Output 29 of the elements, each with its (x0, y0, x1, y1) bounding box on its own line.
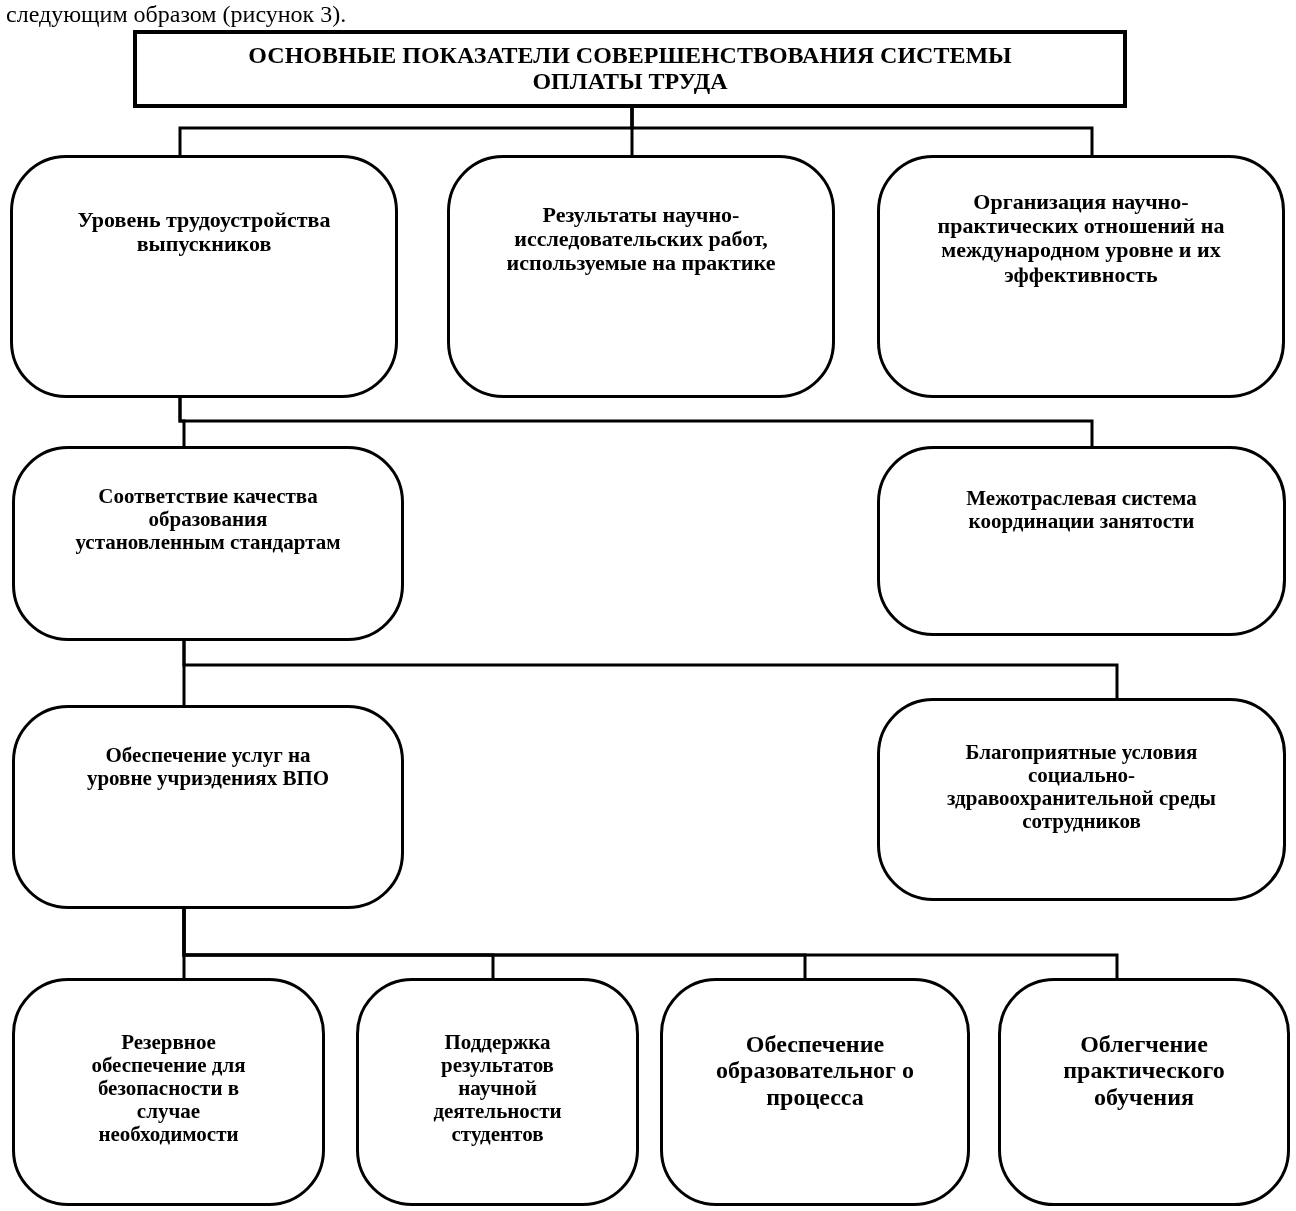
rounded-box (877, 698, 1286, 901)
rounded-box (998, 978, 1290, 1206)
connector-line (178, 398, 1094, 446)
rounded-box (660, 978, 970, 1206)
intro-text: следующим образом (рисунок 3). (6, 0, 347, 28)
node-text: Межотраслевая система координации занятости (965, 487, 1198, 534)
node-text: Благоприятные условия социально-здравоохранительной среды сотрудников (946, 741, 1217, 834)
node-text: Обеспечение образовательног о процесса (715, 1031, 915, 1111)
node-text: Уровень трудоустройства выпускников (76, 208, 332, 257)
rounded-box (12, 705, 404, 909)
rounded-box (12, 978, 325, 1206)
node-text: Соответствие качества образования установленным стандартам (74, 485, 342, 555)
rounded-box (877, 155, 1285, 398)
rounded-box (12, 446, 404, 641)
rounded-box (10, 155, 398, 398)
node-text: Облегчение практического обучения (1062, 1031, 1226, 1111)
node-text: Поддержка результатов научной деятельности студентов (432, 1031, 563, 1147)
node-text: Резервное обеспечение для безопасности в случае необходимости (90, 1031, 247, 1147)
node-text: Организация научно-практических отношений на международном уровне и их эффективность (936, 190, 1226, 287)
rounded-box (356, 978, 639, 1206)
node-text: Результаты научно-исследовательских работ, используемые на практике (505, 203, 777, 276)
connector-line (182, 909, 1119, 978)
title-text: ОСНОВНЫЕ ПОКАЗАТЕЛИ СОВЕРШЕНСТВОВАНИЯ СИСТЕМЫ ОПЛАТЫ ТРУДА (247, 42, 1013, 95)
rounded-box (877, 446, 1286, 636)
title-box (133, 30, 1127, 108)
connector-line (182, 641, 1119, 698)
connector-line (630, 108, 1094, 155)
node-text: Обеспечение услуг на уровне учриэдениях ВПО (85, 744, 331, 791)
rounded-box (447, 155, 835, 398)
